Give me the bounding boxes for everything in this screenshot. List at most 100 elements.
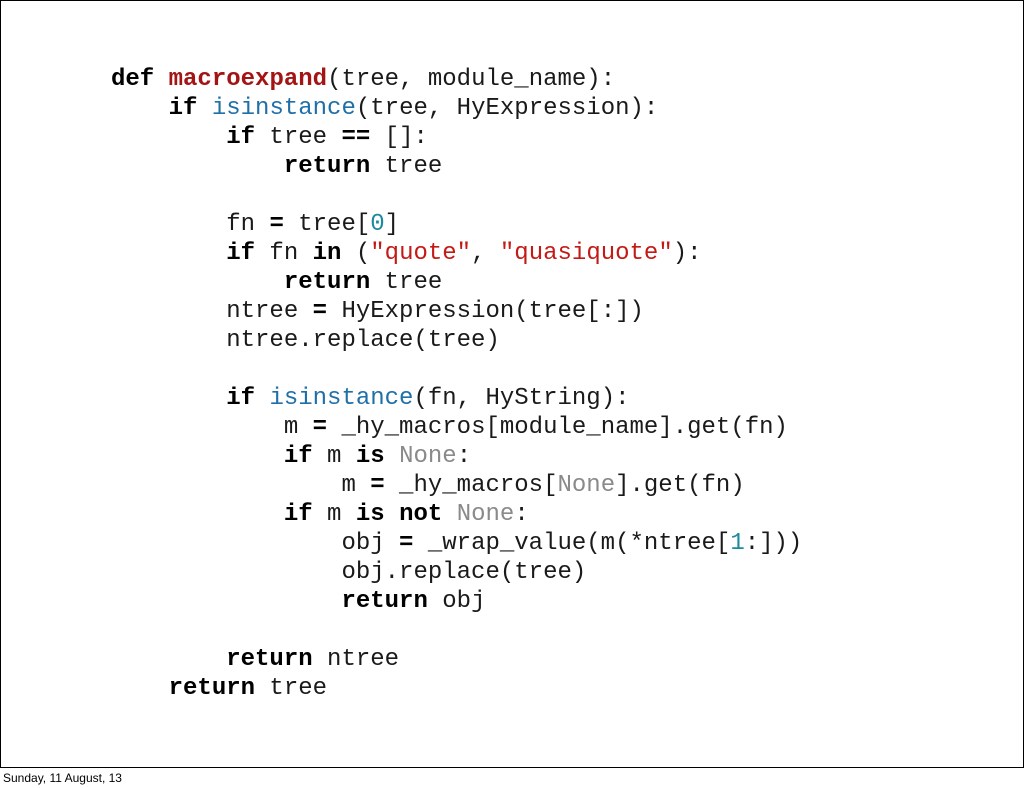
footer-date: Sunday, 11 August, 13: [3, 771, 122, 785]
code-token: ].get(fn): [615, 472, 745, 499]
code-token: (tree, HyExpression):: [355, 95, 659, 122]
code-token: ntree: [111, 298, 313, 325]
code-token: if: [226, 240, 256, 267]
code-token: None: [557, 472, 616, 499]
code-line: m = _hy_macros[module_name].get(fn): [111, 413, 802, 442]
code-line: [111, 181, 802, 210]
code-token: _hy_macros[: [384, 472, 558, 499]
code-line: obj.replace(tree): [111, 558, 802, 587]
code-token: [111, 95, 169, 122]
code-token: [111, 124, 226, 151]
code-token: =: [399, 530, 414, 557]
code-line: return obj: [111, 587, 802, 616]
code-token: _hy_macros[module_name].get(fn): [327, 414, 788, 441]
code-token: ]: [384, 211, 400, 238]
code-token: is: [355, 501, 385, 528]
code-token: "quasiquote": [499, 240, 673, 267]
code-token: isinstance: [269, 385, 414, 412]
code-token: None: [399, 443, 457, 470]
code-token: if: [226, 124, 256, 151]
code-token: [385, 443, 399, 470]
code-token: None: [456, 501, 515, 528]
code-line: return tree: [111, 674, 802, 703]
code-line: return tree: [111, 152, 802, 181]
code-token: tree: [255, 675, 328, 702]
code-line: ntree.replace(tree): [111, 326, 802, 355]
code-token: =: [312, 298, 328, 325]
code-token: return: [283, 269, 371, 296]
code-token: [111, 675, 169, 702]
code-line: if fn in ("quote", "quasiquote"):: [111, 239, 802, 268]
slide: def macroexpand(tree, module_name): if i…: [0, 0, 1024, 768]
code-line: return tree: [111, 268, 802, 297]
code-token: ,: [471, 240, 500, 267]
code-token: [111, 240, 226, 267]
code-token: is: [355, 443, 385, 470]
code-token: ntree.replace(tree): [111, 327, 500, 354]
code-token: obj: [427, 588, 486, 615]
code-token: =: [312, 414, 328, 441]
code-token: =: [370, 472, 385, 499]
code-line: return ntree: [111, 645, 802, 674]
code-token: in: [312, 240, 342, 267]
code-token: _wrap_value(m(*ntree[: [413, 530, 731, 557]
code-token: isinstance: [211, 95, 356, 122]
code-block: def macroexpand(tree, module_name): if i…: [111, 65, 802, 703]
code-token: m: [111, 472, 371, 499]
code-token: [111, 269, 284, 296]
code-line: if m is not None:: [111, 500, 802, 529]
code-token: macroexpand: [168, 66, 328, 93]
code-line: fn = tree[0]: [111, 210, 802, 239]
code-token: ntree: [312, 646, 400, 673]
code-token: m: [111, 414, 313, 441]
code-token: 0: [370, 211, 385, 238]
code-token: =: [269, 211, 284, 238]
code-token: obj.replace(tree): [111, 559, 587, 586]
code-token: [111, 153, 284, 180]
code-line: if tree == []:: [111, 123, 802, 152]
code-token: [111, 443, 284, 470]
code-token: :: [514, 501, 529, 528]
code-token: [111, 385, 226, 412]
code-token: return: [226, 646, 313, 673]
code-token: [111, 646, 226, 673]
code-token: tree[: [283, 211, 371, 238]
code-token: "quote": [370, 240, 472, 267]
code-token: return: [341, 588, 428, 615]
code-token: [111, 501, 284, 528]
code-line: [111, 616, 802, 645]
code-token: if: [283, 443, 313, 470]
code-token: if: [168, 95, 198, 122]
code-token: tree: [255, 124, 342, 151]
code-token: not: [399, 501, 443, 528]
code-token: ):: [672, 240, 702, 267]
code-token: (: [341, 240, 371, 267]
code-token: if: [283, 501, 313, 528]
code-token: :])): [744, 530, 803, 557]
code-token: m: [312, 501, 356, 528]
code-token: m: [312, 443, 356, 470]
code-token: fn: [111, 211, 270, 238]
code-token: []:: [370, 124, 428, 151]
code-token: [385, 501, 399, 528]
code-line: obj = _wrap_value(m(*ntree[1:])): [111, 529, 802, 558]
code-token: :: [456, 443, 472, 470]
code-line: m = _hy_macros[None].get(fn): [111, 471, 802, 500]
code-line: if m is None:: [111, 442, 802, 471]
code-token: def: [111, 66, 155, 93]
code-token: [111, 588, 341, 615]
code-token: obj: [111, 530, 400, 557]
code-token: ==: [341, 124, 371, 151]
code-line: ntree = HyExpression(tree[:]): [111, 297, 802, 326]
code-token: 1: [730, 530, 745, 557]
code-line: if isinstance(fn, HyString):: [111, 384, 802, 413]
code-line: [111, 355, 802, 384]
code-token: fn: [255, 240, 313, 267]
code-token: tree: [370, 269, 443, 296]
code-token: [255, 385, 269, 412]
code-token: [197, 95, 211, 122]
code-token: if: [226, 385, 256, 412]
code-token: return: [168, 675, 256, 702]
code-token: (tree, module_name):: [327, 66, 616, 93]
code-token: [154, 66, 168, 93]
